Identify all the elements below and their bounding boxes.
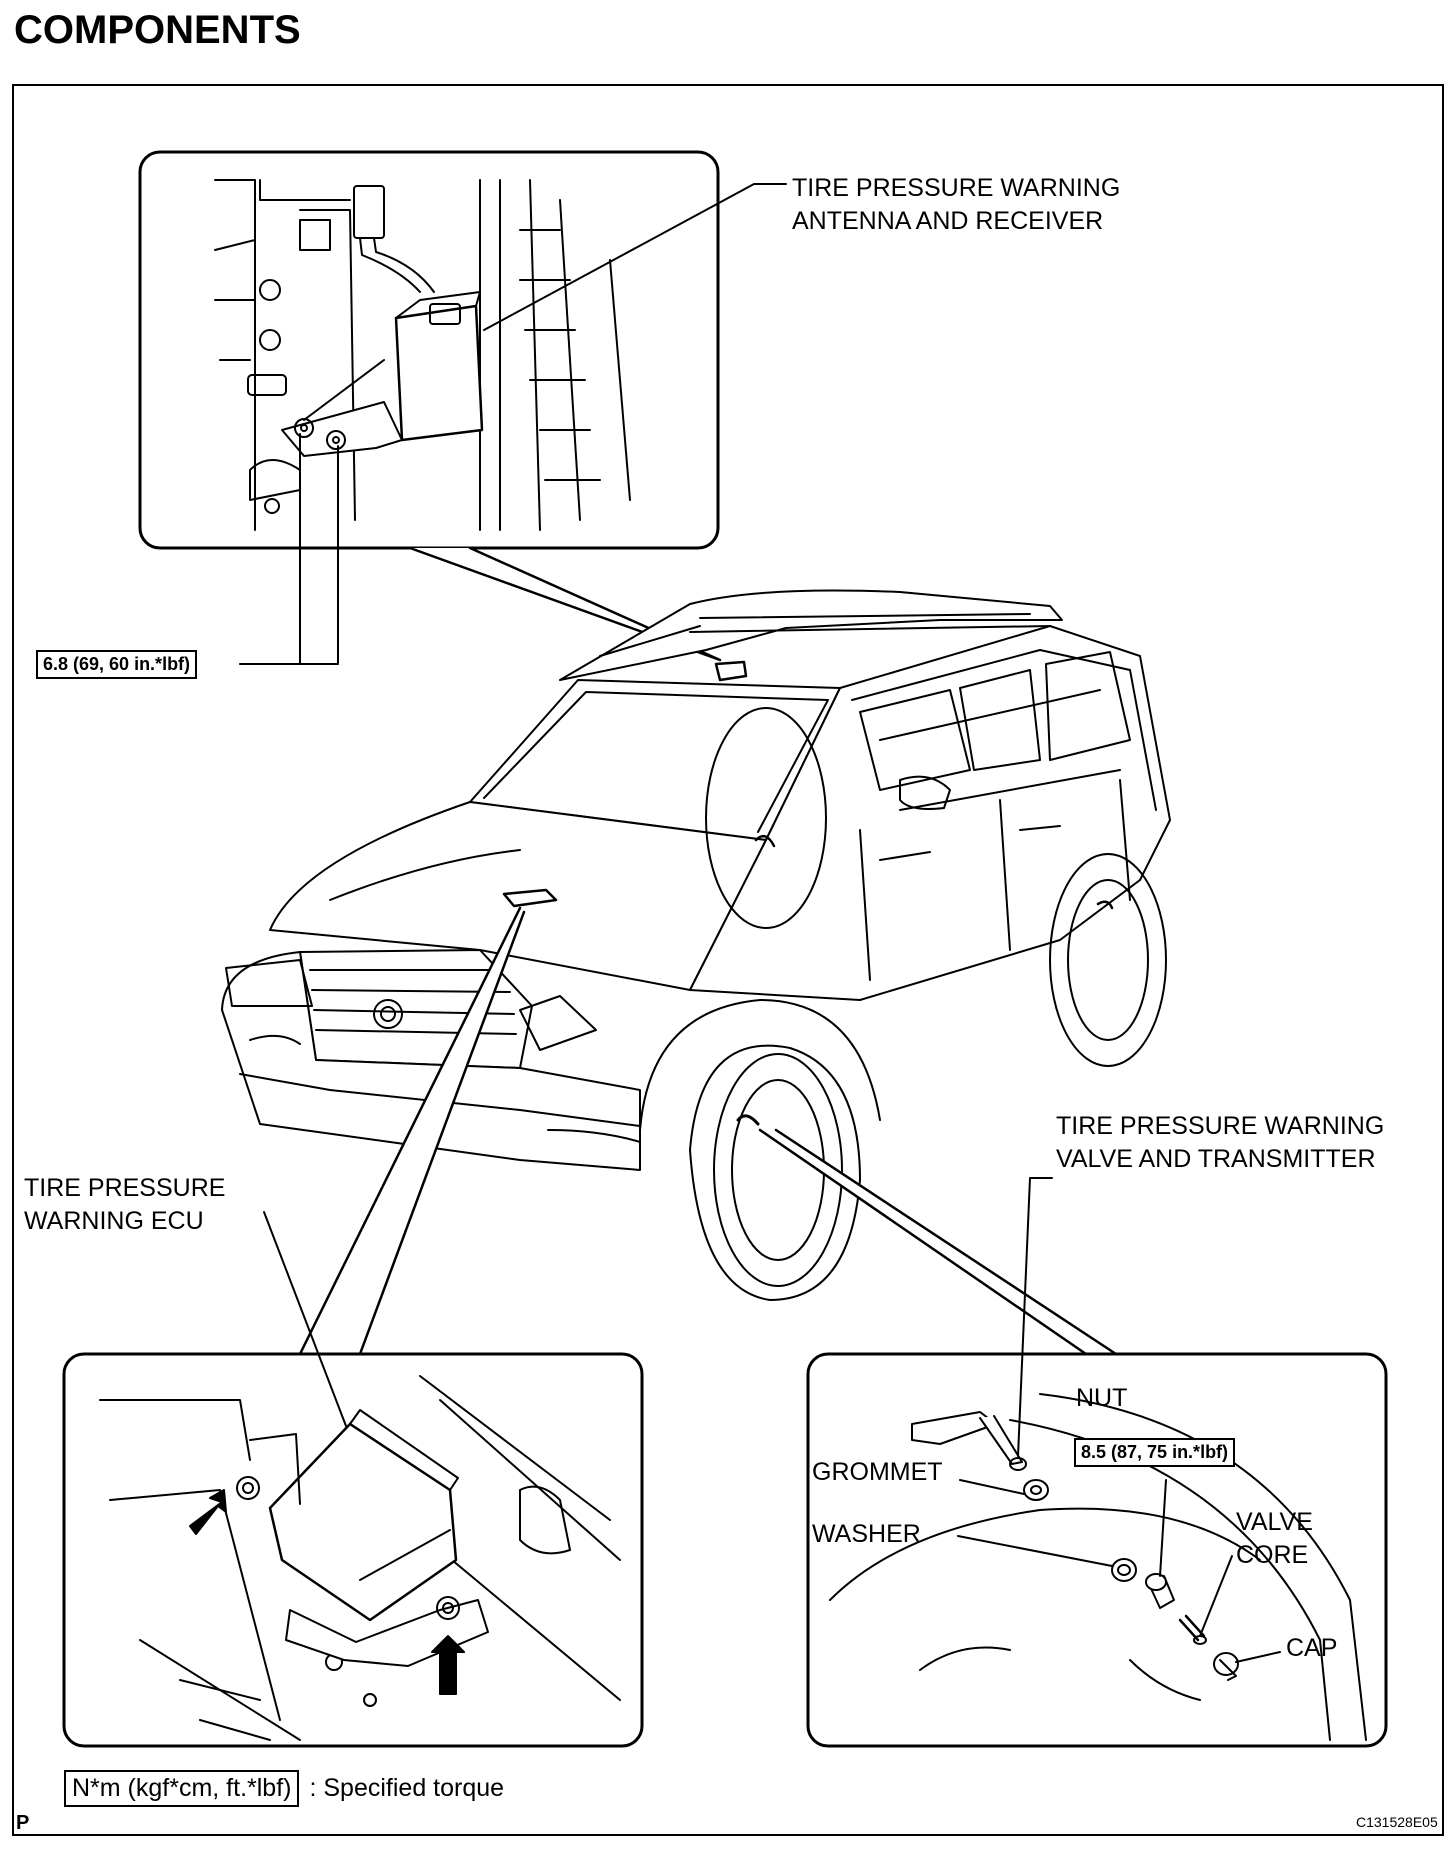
valve-detail-view	[806, 1177, 1388, 1748]
ecu-detail-view	[62, 1211, 644, 1748]
ecu-label-line2: WARNING ECU	[24, 1207, 204, 1235]
antenna-receiver-label: TIRE PRESSURE WARNING ANTENNA AND RECEIV…	[792, 172, 1120, 238]
valve-transmitter-label-line1: TIRE PRESSURE WARNING	[1056, 1112, 1385, 1140]
page-title: COMPONENTS	[14, 8, 301, 52]
legend-description: : Specified torque	[309, 1774, 505, 1802]
cap-label: CAP	[1286, 1634, 1338, 1662]
diagram-frame	[12, 84, 1444, 1836]
antenna-receiver-label-line2: ANTENNA AND RECEIVER	[792, 207, 1104, 235]
receiver-bolt-torque: 6.8 (69, 60 in.*lbf)	[36, 650, 198, 679]
torque-legend: N*m (kgf*cm, ft.*lbf) : Specified torque	[64, 1770, 504, 1807]
valve-transmitter-label-line2: VALVE AND TRANSMITTER	[1056, 1145, 1376, 1173]
nut-label: NUT	[1076, 1384, 1128, 1412]
washer-label: WASHER	[812, 1520, 921, 1548]
valve-transmitter-label: TIRE PRESSURE WARNING VALVE AND TRANSMIT…	[1056, 1110, 1384, 1176]
valve-core-label-line2: CORE	[1236, 1541, 1309, 1569]
grommet-label: GROMMET	[812, 1458, 943, 1486]
vehicle-illustration	[221, 589, 1171, 1356]
legend-unit-box: N*m (kgf*cm, ft.*lbf)	[64, 1770, 300, 1807]
ecu-label-line1: TIRE PRESSURE	[24, 1174, 226, 1202]
receiver-detail-view	[138, 150, 787, 665]
valve-core-label-line1: VALVE	[1236, 1508, 1313, 1536]
valve-core-label: VALVE CORE	[1236, 1506, 1313, 1572]
ecu-label: TIRE PRESSURE WARNING ECU	[24, 1172, 225, 1238]
figure-code: C131528E05	[1356, 1814, 1438, 1830]
nut-torque: 8.5 (87, 75 in.*lbf)	[1074, 1438, 1236, 1467]
page-marker: P	[16, 1812, 30, 1834]
antenna-receiver-label-line1: TIRE PRESSURE WARNING	[792, 174, 1121, 202]
